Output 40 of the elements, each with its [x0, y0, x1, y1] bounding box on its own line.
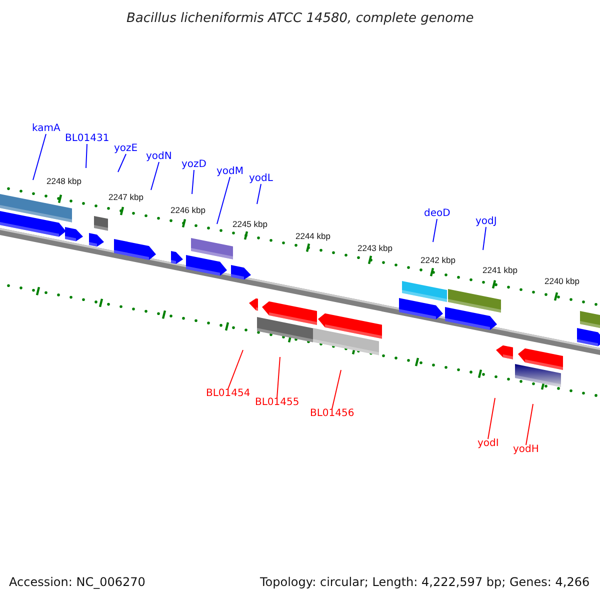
leader-line	[488, 398, 496, 440]
gene-label: yodM	[216, 167, 244, 177]
leader-line	[482, 226, 486, 250]
leader-line	[150, 162, 160, 190]
scale-label: 2246 kbp	[170, 206, 206, 214]
leader-line	[192, 170, 194, 194]
scale-label: 2244 kbp	[296, 232, 330, 240]
leader-line	[526, 404, 534, 446]
scale-label: 2240 kbp	[544, 276, 580, 285]
footer-text: Accession: NC_006270	[9, 576, 146, 588]
gene-label: yodH	[513, 445, 539, 455]
scale-label: 2241 kbp	[482, 266, 518, 274]
leader-line	[228, 350, 244, 390]
scale-label: 2248 kbp	[46, 176, 82, 185]
leader-line	[432, 218, 438, 242]
leader-line	[276, 356, 280, 398]
gene-label: BL01456	[310, 409, 354, 419]
leader-line	[32, 134, 46, 180]
scale-label: 2247 kbp	[108, 192, 144, 201]
gene-label: BL01455	[255, 398, 300, 408]
leader-line	[256, 184, 262, 204]
leader-line	[332, 370, 342, 410]
leader-line	[216, 176, 230, 224]
gene-label: BL01454	[206, 389, 250, 399]
gene-label: yozE	[114, 144, 138, 154]
gene-label: deoD	[424, 209, 450, 219]
scale-label: 2242 kbp	[420, 256, 456, 264]
gene-label: yodJ	[476, 217, 497, 227]
gene-label: kamA	[32, 124, 60, 134]
scale-label: 2243 kbp	[358, 244, 392, 252]
leader-line	[118, 154, 126, 172]
gene-label: yodL	[249, 174, 273, 184]
leader-line	[86, 144, 88, 168]
diagram-title: Bacillus licheniformis ATCC 14580, complete genome	[126, 12, 474, 24]
gene-label: BL01431	[65, 134, 110, 144]
footer-text: Topology: circular; Length: 4,222,597 bp; Genes: 4,266	[260, 576, 590, 588]
gene-label: yozD	[182, 160, 206, 170]
gene-label: yodI	[478, 439, 499, 449]
gene-label: yodN	[146, 152, 172, 162]
scale-label: 2245 kbp	[232, 220, 268, 228]
